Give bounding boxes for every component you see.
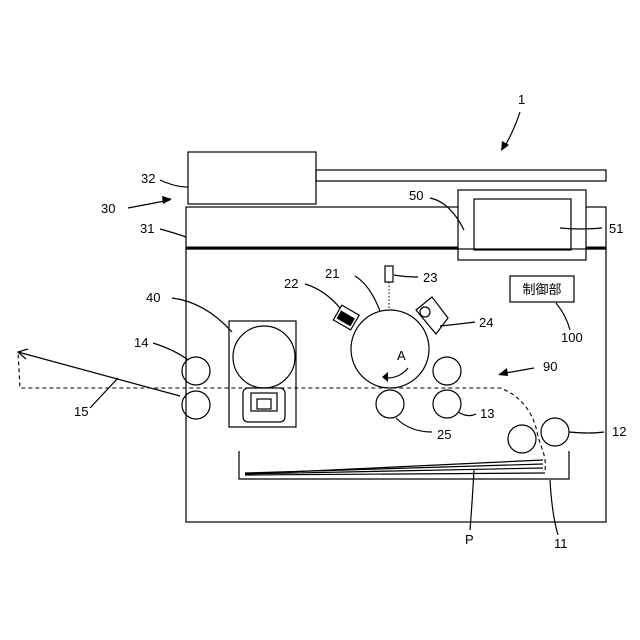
leader-23 (394, 275, 418, 277)
label-50: 50 (409, 188, 423, 203)
leader-21 (355, 276, 380, 311)
leader-15 (90, 378, 118, 408)
paper-path (18, 352, 545, 470)
photoreceptor-drum (351, 310, 429, 388)
leader-1 (504, 112, 520, 148)
rotation-arrowhead (382, 372, 388, 382)
leader-12 (569, 432, 604, 433)
output-tray (18, 352, 180, 396)
registration-roller-lower (433, 390, 461, 418)
leader-11 (550, 480, 558, 535)
label-100: 100 (561, 330, 583, 345)
label-31: 31 (140, 221, 154, 236)
label-11: 11 (554, 536, 568, 551)
charger (333, 305, 359, 330)
label-1: 1 (518, 92, 525, 107)
label-25: 25 (437, 427, 451, 442)
registration-roller-upper (433, 357, 461, 385)
label-13: 13 (480, 406, 494, 421)
leader-14 (153, 343, 188, 360)
leader-31 (160, 229, 186, 237)
label-14: 14 (134, 335, 148, 350)
leader-13 (458, 412, 476, 416)
leader-90-arrow (498, 368, 508, 376)
label-15: 15 (74, 404, 88, 419)
scanner-top-box (188, 152, 316, 204)
feed-roller-right (541, 418, 569, 446)
heat-roller (233, 326, 295, 388)
pressure-unit-core (257, 399, 271, 409)
leader-100 (556, 303, 570, 330)
cleaner (416, 297, 448, 334)
label-40: 40 (146, 290, 160, 305)
label-22: 22 (284, 276, 298, 291)
label-P: P (465, 532, 474, 547)
leader-25 (396, 418, 432, 432)
leader-30-arrow (162, 196, 172, 204)
feed-roller-left (508, 425, 536, 453)
label-90: 90 (543, 359, 557, 374)
rotation-label: A (397, 348, 406, 363)
leader-1-arrow (501, 141, 509, 151)
label-30: 30 (101, 201, 115, 216)
scanner-rail (316, 170, 606, 181)
leader-32 (160, 180, 188, 187)
label-32: 32 (141, 171, 155, 186)
control-unit-text: 制御部 (522, 283, 561, 298)
label-23: 23 (423, 270, 437, 285)
label-12: 12 (612, 424, 626, 439)
exposure-unit (385, 266, 393, 282)
label-51: 51 (609, 221, 623, 236)
transfer-roller (376, 390, 404, 418)
rotation-arrow (388, 368, 408, 378)
leader-22 (305, 284, 340, 308)
label-21: 21 (325, 266, 339, 281)
leader-40 (172, 298, 232, 332)
pressure-unit-inner (251, 393, 277, 411)
label-24: 24 (479, 315, 493, 330)
